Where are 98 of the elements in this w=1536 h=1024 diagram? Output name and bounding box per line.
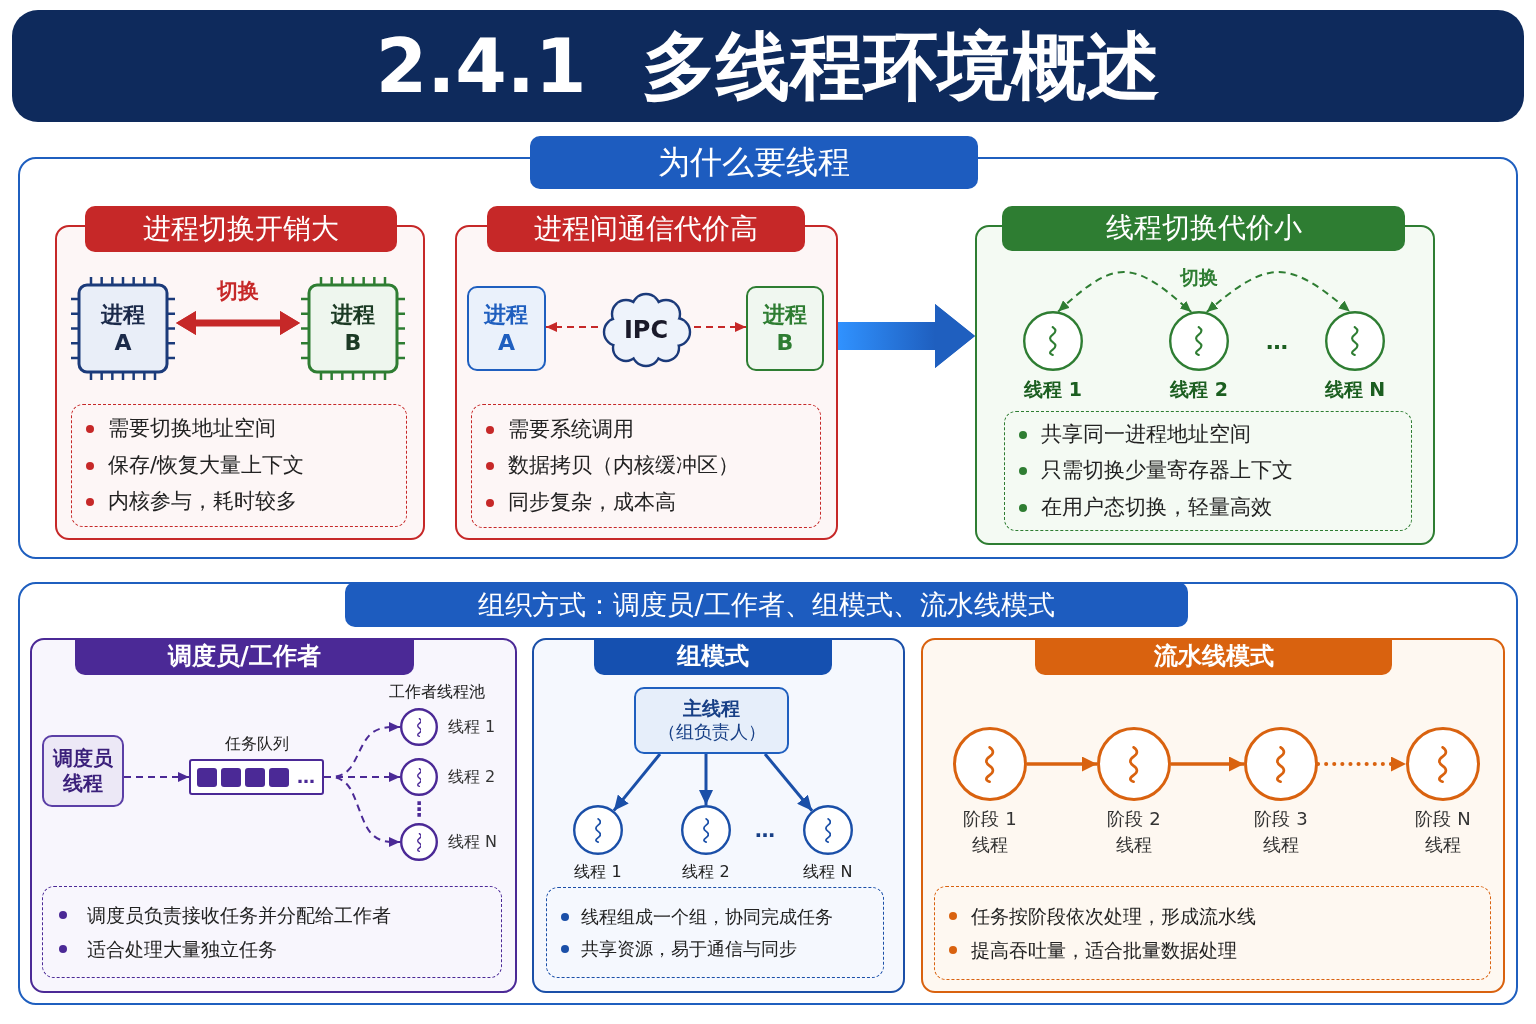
thread-circle [953,727,1027,801]
node-caption: 线程 2 [682,862,730,882]
thread-circle [400,758,438,796]
arrow [323,776,401,847]
arrow [699,754,713,805]
arrow [612,753,662,812]
heading-banner: 进程间通信代价高 [487,206,805,252]
chip-box [300,276,406,381]
arrow [123,772,190,782]
node-caption: 线程 [1116,834,1152,857]
bullet-text: 调度员负责接收任务并分配给工作者 [87,903,391,928]
arrow [1316,756,1408,772]
panel [532,638,905,993]
arrow [545,322,599,332]
note-box [934,886,1491,980]
node-caption: 线程 2 [448,767,496,787]
bullet-text: 共享资源，易于通信与同步 [581,937,797,961]
process-box [746,286,824,371]
note-box [42,886,502,978]
bullet-text: 保存/恢复大量上下文 [108,451,305,479]
process-box [634,687,789,754]
heading-banner: 调度员/工作者 [75,638,414,675]
box-label: 调度员线程 [52,746,114,796]
bullet-text: 需要切换地址空间 [108,415,276,443]
ellipsis: … [1266,328,1288,356]
arrow [1027,756,1097,772]
vertical-ellipsis: ⋮ [409,797,429,821]
chip-label: 进程 B [330,301,376,356]
thread-circle [400,708,438,746]
thread-circle [1406,727,1480,801]
ellipsis: … [755,818,775,842]
heading-banner: 线程切换代价小 [1002,206,1405,251]
cloud-label: IPC [623,315,669,345]
node-caption: 线程 2 [1170,378,1228,402]
node-caption: 线程 [1263,834,1299,857]
section-panel [18,582,1518,1005]
node-caption: 线程 [1425,834,1461,857]
thread-circle [803,805,853,855]
thread-circle [681,805,731,855]
switch-label: 切换 [1180,265,1218,289]
bullet-text: 内核参与，耗时较多 [108,488,297,516]
bullet-text: 适合处理大量独立任务 [87,936,277,962]
node-caption: 线程 1 [448,717,496,737]
chip-box [70,276,176,381]
pool-label: 工作者线程池 [389,682,485,702]
node-caption: 阶段 N [1415,808,1471,831]
bullet-text: 在用户态切换，轻量高效 [1041,493,1272,521]
note-box [71,404,407,527]
thread-circle [1097,727,1171,801]
heading-banner: 组织方式：调度员/工作者、组模式、流水线模式 [345,582,1188,627]
process-box [467,286,546,371]
box-label: 进程 B [762,301,808,356]
note-box [1004,411,1412,531]
title-banner: 2.4.1 多线程环境概述 [12,10,1524,122]
node-caption: 线程 [972,834,1008,857]
edge-label: 切换 [214,279,262,305]
node-caption: 线程 1 [1024,378,1082,402]
bullet-text: 任务按阶段依次处理，形成流水线 [971,904,1256,929]
arrow [693,322,747,332]
heading-banner: 组模式 [594,638,832,675]
note-box [471,404,821,528]
chip-label: 进程 A [100,301,146,356]
thread-circle [1169,311,1229,371]
heading-banner: 流水线模式 [1035,638,1392,675]
heading-banner: 进程切换开销大 [85,206,397,252]
queue-label: 任务队列 [224,734,289,754]
heading-banner: 为什么要线程 [530,136,978,189]
bullet-text: 提高吞吐量，适合批量数据处理 [971,937,1237,963]
thread-circle [400,823,438,861]
bullet-text: 需要系统调用 [508,415,634,443]
node-caption: 线程 N [448,832,498,852]
arrow [763,753,814,812]
thread-circle [1244,727,1318,801]
arrow [1171,756,1244,772]
box-label: 进程 A [483,301,530,356]
node-caption: 阶段 2 [1107,808,1161,831]
bullet-text: 线程组成一个组，协同完成任务 [581,905,833,929]
bullet-text: 只需切换少量寄存器上下文 [1041,457,1293,485]
process-box [42,735,124,807]
node-caption: 线程 N [803,862,853,882]
ellipsis: … [297,768,315,786]
thread-circle [1325,311,1385,371]
curved-arrow [1205,271,1351,313]
curved-arrow [1057,271,1193,313]
bullet-text: 共享同一进程地址空间 [1041,420,1251,448]
node-caption: 阶段 1 [963,808,1017,831]
node-caption: 线程 1 [574,862,622,882]
node-caption: 阶段 3 [1254,808,1308,831]
thread-circle [573,805,623,855]
panel [921,638,1505,993]
thread-circle [1023,311,1083,371]
box-label: 主线程 [683,697,740,722]
note-box [546,887,884,978]
bullet-text: 同步复杂，成本高 [508,488,676,516]
node-caption: 线程 N [1324,378,1386,402]
bullet-text: 数据拷贝（内核缓冲区） [508,452,739,480]
box-label: （组负责人） [657,721,766,744]
panel [30,638,517,993]
